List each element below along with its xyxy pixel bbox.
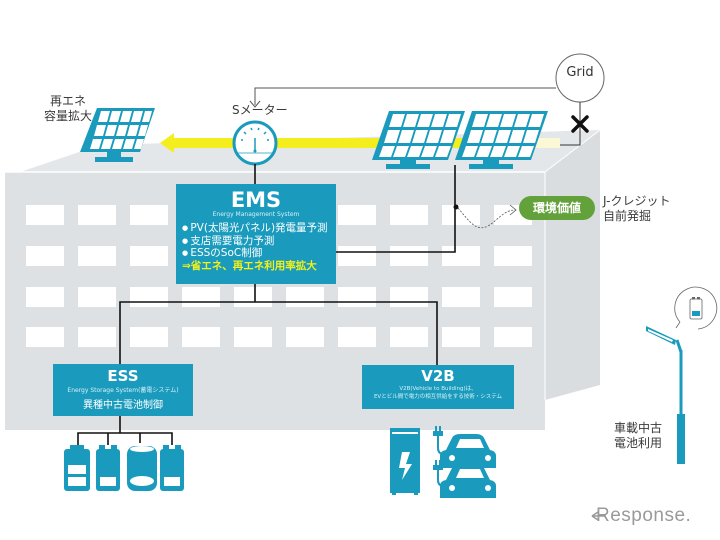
ev-car-icon (433, 460, 496, 498)
renewable-expansion-line2: 容量拡大 (44, 109, 93, 123)
v2b-box: V2B V2B(Vehicle to Building)は、 EVとビル間で電力… (362, 365, 514, 409)
streetlight-label: 車載中古 電池利用 (614, 421, 662, 451)
battery-icon (96, 445, 120, 491)
environmental-value-badge: 環境価値 (519, 196, 595, 220)
solar-panel-icon (80, 108, 155, 162)
battery-bank (64, 445, 184, 491)
battery-icon (160, 445, 184, 491)
renewable-expansion-label: 再エネ 容量拡大 (44, 94, 92, 124)
solar-panel-icon (372, 111, 465, 169)
smart-meter-icon (232, 120, 278, 166)
ems-title: EMS (230, 188, 282, 212)
battery-icon (127, 446, 157, 491)
streetlight-label-line2: 電池利用 (614, 436, 663, 450)
v2b-title: V2B (421, 367, 455, 385)
ess-box: ESS Energy Storage System(蓄電システム) 異種中古電池… (53, 364, 193, 416)
jcredit-note: J-クレジット 自前発掘 (603, 194, 670, 224)
ev-car-icon (433, 426, 496, 468)
ess-title: ESS (107, 367, 139, 385)
jcredit-note-line2: 自前発掘 (603, 209, 652, 223)
street-light-icon (646, 326, 685, 464)
ems-bullet: ESSのSoC制御 (182, 247, 336, 260)
grid-connection-line (560, 102, 581, 146)
response-logo: Response. (596, 505, 692, 526)
used-battery-callout-icon (674, 286, 718, 330)
ems-subtitle: Energy Management System (212, 211, 300, 218)
v2b-subtitle-line1: V2B(Vehicle to Building)は、 (399, 386, 477, 392)
grid-to-meter-line (254, 87, 556, 105)
ems-box: EMS Energy Management System PV(太陽光パネル)発… (176, 184, 336, 284)
connection-lines (77, 164, 456, 448)
ess-subtitle: Energy Storage System(蓄電システム) (67, 387, 179, 394)
ems-bullet-list: PV(太陽光パネル)発電量予測 支店需要電力予測 ESSのSoC制御 (182, 222, 336, 260)
arrow-down-icon (249, 100, 261, 108)
disconnect-x-icon (571, 115, 589, 133)
ems-bullet: PV(太陽光パネル)発電量予測 (182, 222, 336, 235)
building-side (545, 130, 600, 400)
charging-station-icon (390, 428, 420, 495)
env-value-arrow (457, 207, 516, 229)
jcredit-note-line1: J-クレジット (603, 194, 671, 208)
streetlight-label-line1: 車載中古 (614, 421, 663, 435)
smart-meter-label: Sメーター (232, 103, 288, 117)
renewable-expansion-line1: 再エネ (50, 94, 87, 108)
solar-panel-icon (455, 111, 548, 169)
grid-label: Grid (566, 65, 594, 80)
ems-highlight: ⇒省エネ、再エネ利用率拡大 (182, 259, 317, 272)
logo-arrow-icon (591, 511, 606, 521)
v2b-subtitle-line2: EVとビル間で電力の相互供給をする技術・システム (373, 394, 503, 400)
battery-icon (64, 445, 90, 491)
ess-note: 異種中古電池制御 (83, 400, 163, 411)
ems-bullet: 支店需要電力予測 (182, 235, 336, 248)
